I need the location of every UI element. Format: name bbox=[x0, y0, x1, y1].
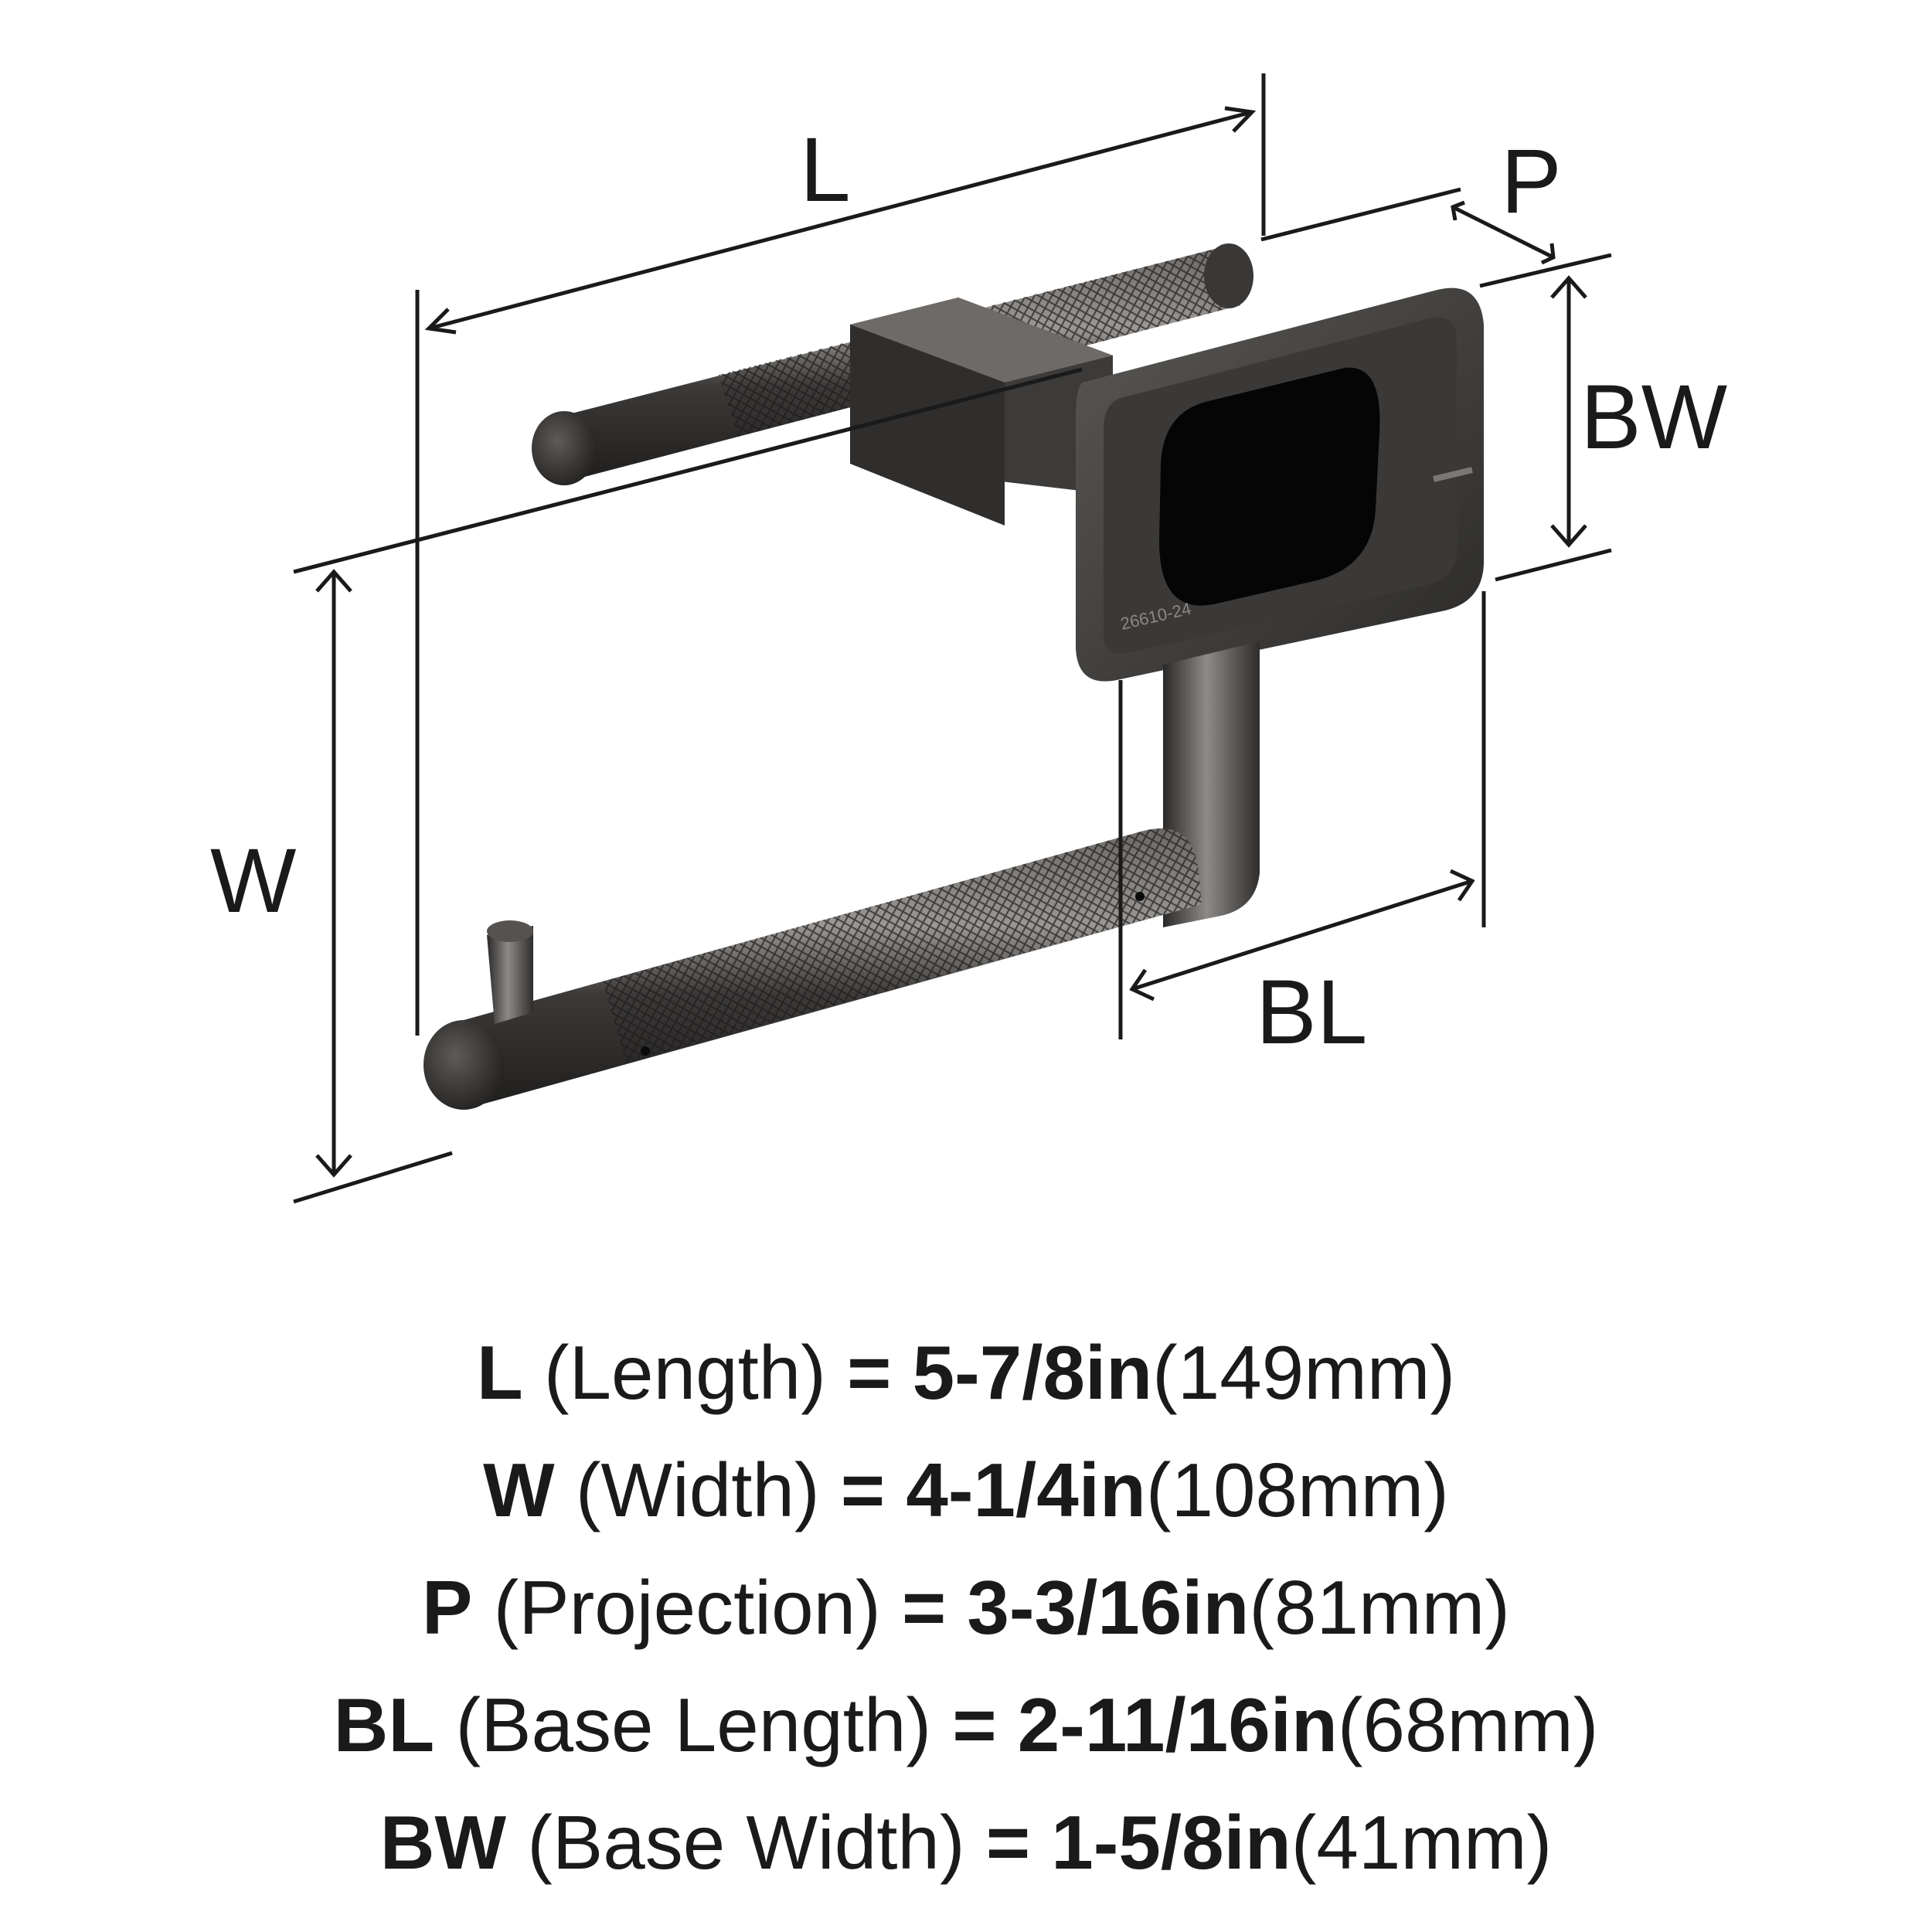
L-left-arrow bbox=[424, 308, 457, 335]
P-dimension-line bbox=[1451, 205, 1555, 260]
spec-row-base-length: BL (Base Length) = 2-11/16in(68mm) bbox=[0, 1666, 1932, 1784]
spec-metric: (108mm) bbox=[1145, 1447, 1449, 1532]
product-dimension-diagram: 26610-24 bbox=[210, 73, 1727, 1204]
spec-equals: = bbox=[840, 1447, 886, 1532]
BW-bottom-arrow bbox=[1550, 524, 1587, 548]
spec-name: (Base Width) bbox=[527, 1800, 965, 1885]
spec-name: (Width) bbox=[575, 1447, 820, 1532]
BW-top-arrow bbox=[1550, 275, 1587, 299]
spec-row-width: W (Width) = 4-1/4in(108mm) bbox=[0, 1431, 1932, 1549]
BW-top-extension-line bbox=[1479, 253, 1612, 288]
dimension-label-P: P bbox=[1501, 131, 1562, 233]
spec-row-projection: P (Projection) = 3-3/16in(81mm) bbox=[0, 1549, 1932, 1666]
spec-name: (Length) bbox=[543, 1330, 826, 1415]
spec-code: L bbox=[476, 1330, 523, 1415]
W-bottom-extension-line bbox=[293, 1151, 453, 1204]
spec-metric: (41mm) bbox=[1291, 1800, 1553, 1885]
L-right-arrow bbox=[1224, 106, 1257, 133]
spec-imperial: 2-11/16in bbox=[1017, 1682, 1338, 1767]
spec-row-length: L (Length) = 5-7/8in(149mm) bbox=[0, 1314, 1932, 1431]
mounting-plate: 26610-24 bbox=[1076, 287, 1484, 682]
P-right-arrow bbox=[1540, 243, 1556, 265]
spec-name: (Projection) bbox=[493, 1565, 881, 1650]
front-rod-cap bbox=[423, 1020, 504, 1110]
spec-equals: = bbox=[985, 1800, 1031, 1885]
spec-imperial: 1-5/8in bbox=[1051, 1800, 1291, 1885]
spec-equals: = bbox=[952, 1682, 997, 1767]
plate-opening bbox=[1159, 367, 1380, 606]
front-rod bbox=[423, 828, 1202, 1110]
spec-code: BL bbox=[333, 1682, 435, 1767]
spec-code: BW bbox=[379, 1800, 506, 1885]
BL-dimension-line bbox=[1131, 879, 1473, 992]
spec-row-base-width: BW (Base Width) = 1-5/8in(41mm) bbox=[0, 1784, 1932, 1901]
spec-equals: = bbox=[847, 1330, 892, 1415]
W-top-extension-line bbox=[293, 367, 1083, 574]
L-dimension-line bbox=[428, 110, 1253, 331]
BL-left-arrow bbox=[1129, 968, 1155, 1002]
spec-metric: (68mm) bbox=[1337, 1682, 1599, 1767]
BL-right-arrow bbox=[1449, 869, 1475, 902]
spec-imperial: 3-3/16in bbox=[967, 1565, 1250, 1650]
W-bottom-arrow bbox=[315, 1154, 352, 1178]
dimension-label-BL: BL bbox=[1256, 961, 1367, 1063]
spec-imperial: 4-1/4in bbox=[906, 1447, 1146, 1532]
spec-name: (Base Length) bbox=[455, 1682, 932, 1767]
back-rod-cap bbox=[532, 411, 597, 485]
dimension-lines bbox=[293, 73, 1612, 1204]
spec-metric: (81mm) bbox=[1249, 1565, 1510, 1650]
dimension-label-W: W bbox=[210, 830, 296, 932]
dimension-spec-list: L (Length) = 5-7/8in(149mm) W (Width) = … bbox=[0, 1314, 1932, 1901]
spec-equals: = bbox=[901, 1565, 947, 1650]
W-top-arrow bbox=[315, 569, 352, 593]
spec-metric: (149mm) bbox=[1152, 1330, 1456, 1415]
retaining-pin bbox=[487, 926, 533, 1024]
dimension-label-BW: BW bbox=[1580, 366, 1727, 468]
spec-imperial: 5-7/8in bbox=[912, 1330, 1153, 1415]
spec-code: P bbox=[422, 1565, 473, 1650]
dimension-label-L: L bbox=[800, 119, 851, 221]
BW-bottom-extension-line bbox=[1495, 548, 1612, 582]
P-extension-line bbox=[1260, 187, 1461, 242]
spec-code: W bbox=[483, 1447, 555, 1532]
P-left-arrow bbox=[1451, 200, 1465, 221]
